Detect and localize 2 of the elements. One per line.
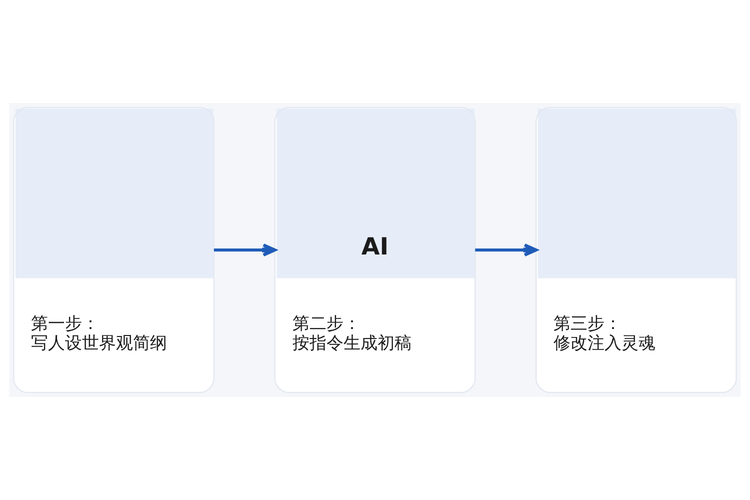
arrow xyxy=(214,243,276,257)
arrow xyxy=(475,243,538,257)
